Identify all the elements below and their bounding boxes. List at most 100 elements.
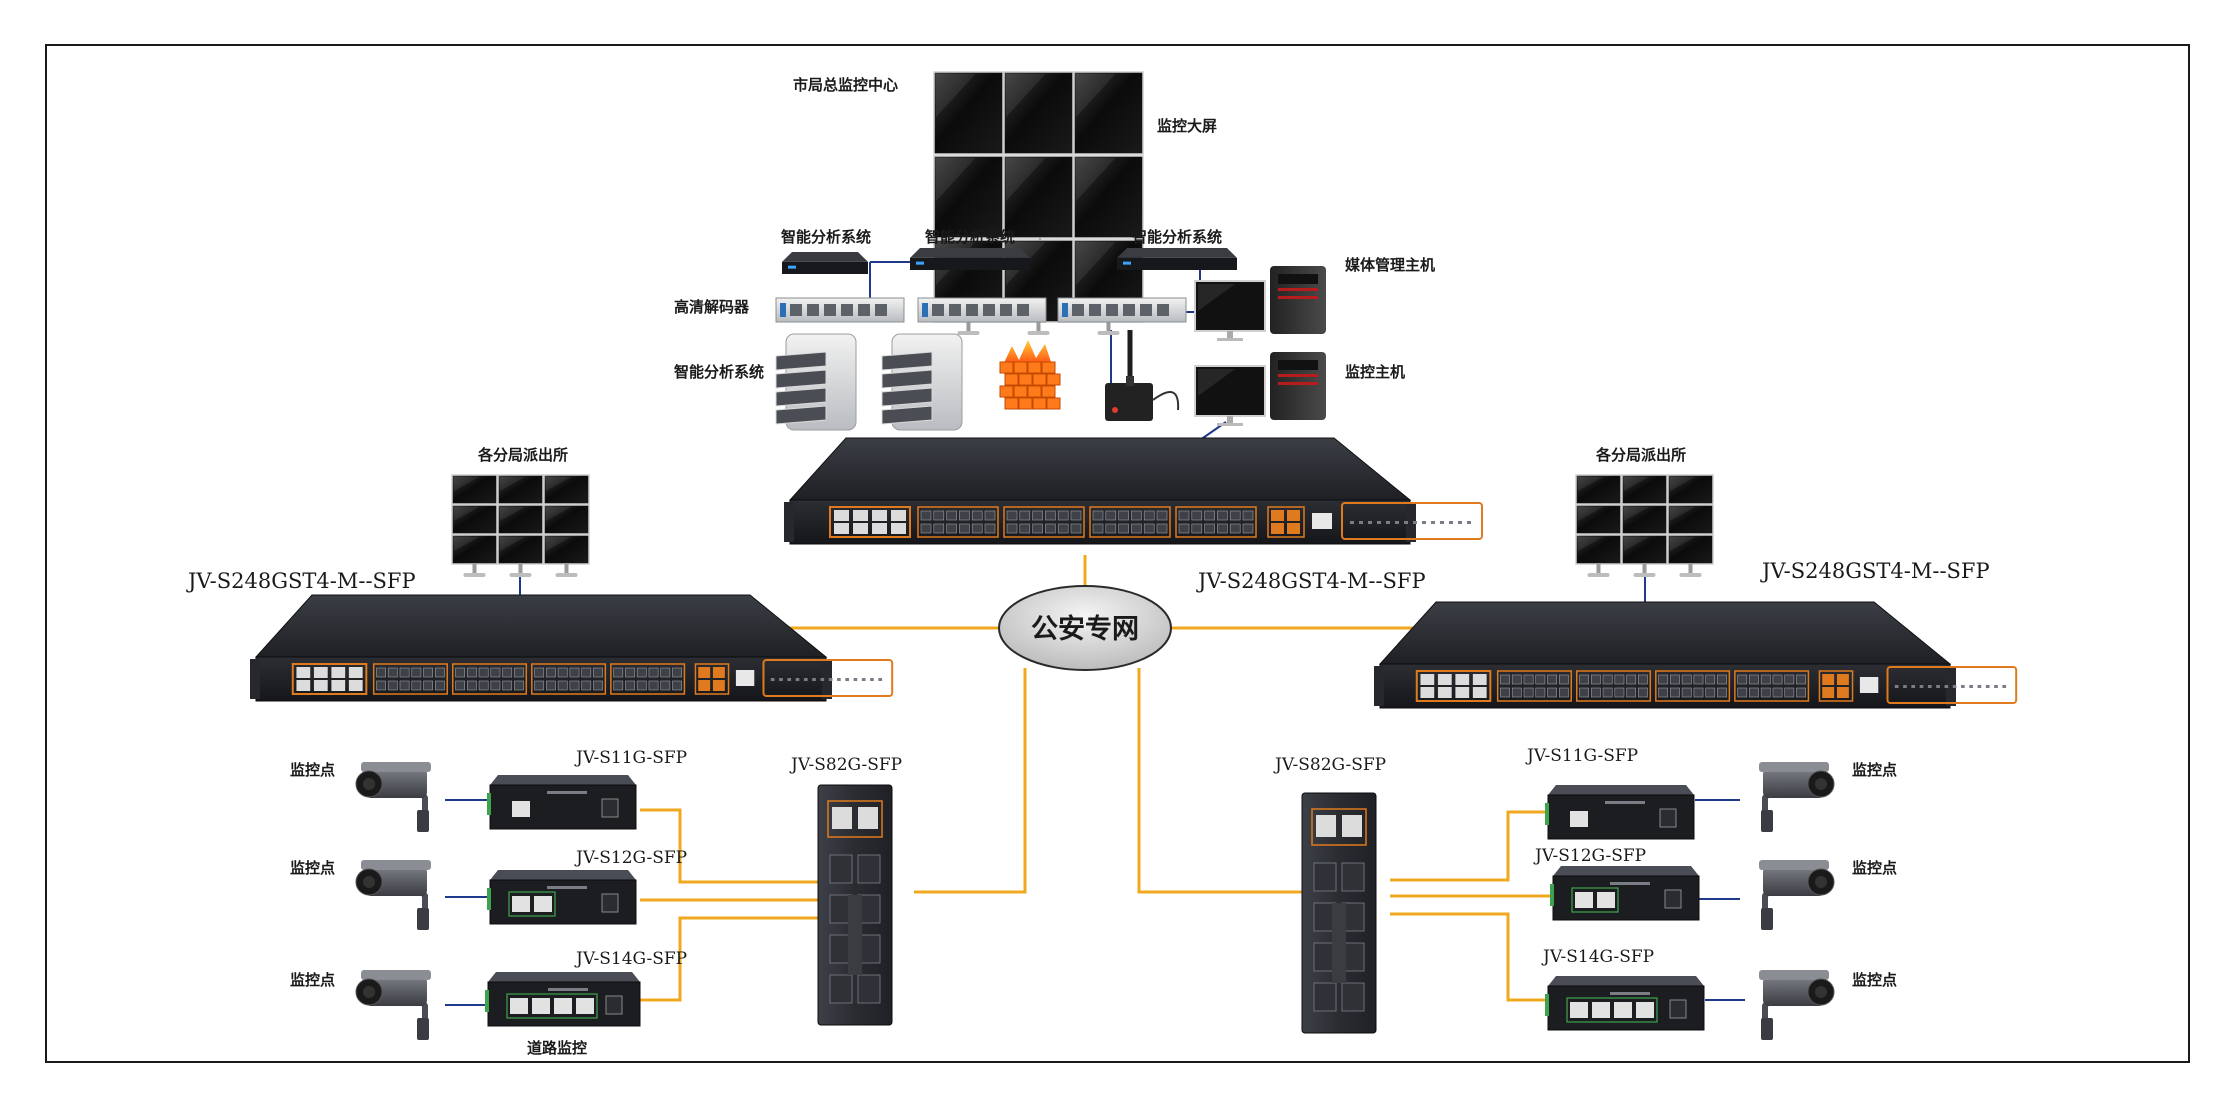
screen-glass [1621,534,1668,565]
sfp-port [1772,674,1783,685]
status-led [1919,685,1924,688]
rj45-port-block [291,663,368,695]
sfp-port-block [917,506,999,538]
converter-top [1548,785,1694,795]
screen-glass [451,474,498,505]
rj45-port-block [829,506,911,538]
hd-decoder-label: 高清解码器 [674,298,750,316]
converter-port-frame [1571,887,1619,913]
converter-rj45-port [512,896,530,912]
screen-glass [1575,474,1622,505]
gateway-connector [1126,376,1134,386]
branch-panel-r3-c3 [1667,534,1714,577]
firewall-flame [1003,340,1052,365]
branch-panel-r3-c2 [1621,534,1668,577]
storage-drive [881,387,933,407]
uplink-port [698,680,711,691]
firewall-brick [999,361,1014,374]
sfp-port [625,680,635,691]
sfp-port [593,680,603,691]
decoder-handle [780,303,786,317]
wall-panel-r2-c1 [933,155,1004,239]
status-led [1944,685,1949,688]
switch-ear-right [1946,666,1956,706]
sfp-port [455,680,465,691]
sfp-port [376,667,386,678]
decoder-bay [858,304,870,316]
sfp-port [1242,510,1254,521]
sfp-port [1535,687,1546,698]
rj45-port [348,667,363,678]
decoder-handle [1062,303,1068,317]
status-led [803,678,808,681]
gateway-led [1112,407,1118,413]
sfp-port [557,680,568,691]
right-camera-2 [1759,860,1835,930]
status-led [770,678,775,681]
sfp-port [1737,687,1748,698]
converter-top [488,972,640,982]
camera-sunshield [361,860,431,870]
camera-mount-plate [417,810,429,832]
sfp-port [1772,687,1783,698]
right-node3-fiber [1390,912,1548,1002]
screen-glass [497,534,544,565]
left-camera-2 [355,860,431,930]
rj45-port [331,680,346,691]
sfp-port [534,667,545,678]
control-center-devices [775,248,1326,431]
console-port [1312,513,1332,529]
sfp-port [569,667,580,678]
din-sfp-port [1313,982,1337,1012]
decoder-bay [1157,304,1169,316]
screen-base [1633,573,1656,577]
rj45-port [872,510,887,521]
storage-drive [775,387,827,407]
rj45-port [1472,674,1487,685]
decoder-bay [807,304,819,316]
sfp-port [376,680,386,691]
sfp-port [1796,674,1806,685]
sfp-port-block [372,663,448,695]
tower-drive-bay [1278,360,1318,370]
sfp-port [1006,510,1018,521]
sfp-port [613,680,624,691]
sfp-port [1118,523,1129,534]
decoder-bay [790,304,802,316]
left-branch-switch [250,594,894,702]
sfp-port [1796,687,1806,698]
firewall-brick [1046,397,1061,410]
status-led [1386,521,1390,524]
rj45-port [1455,674,1470,685]
sfp-port [1057,510,1069,521]
decoder-bay [1123,304,1135,316]
sfp-port [625,667,635,678]
status-led [787,678,792,681]
sfp-port [984,510,996,521]
status-led [1440,521,1444,524]
screen-stand [1642,564,1647,574]
left-agg-switch [817,784,893,1026]
sfp-port [1749,674,1759,685]
decoder-bay [932,304,944,316]
decoder-bay [1106,304,1118,316]
screen-reflection [1006,74,1046,118]
screen-base [463,573,486,577]
branch-video-wall-left [451,474,590,577]
sfp-port [672,667,682,678]
screen-glass [1575,534,1622,565]
sfp-port [959,510,970,521]
status-led [828,678,833,681]
screen-glass [497,504,544,535]
status-led [820,678,825,681]
din-label-strip [848,895,862,975]
screen-glass [543,534,590,565]
sfp-port [1511,674,1522,685]
din-rj45-port [832,807,852,829]
left-converter-s12g [487,870,637,925]
sfp-port [1658,687,1669,698]
branch-panel-r3-c2 [497,534,544,577]
status-led [779,678,783,681]
sfp-port [1057,523,1069,534]
rj45-port [853,510,868,521]
